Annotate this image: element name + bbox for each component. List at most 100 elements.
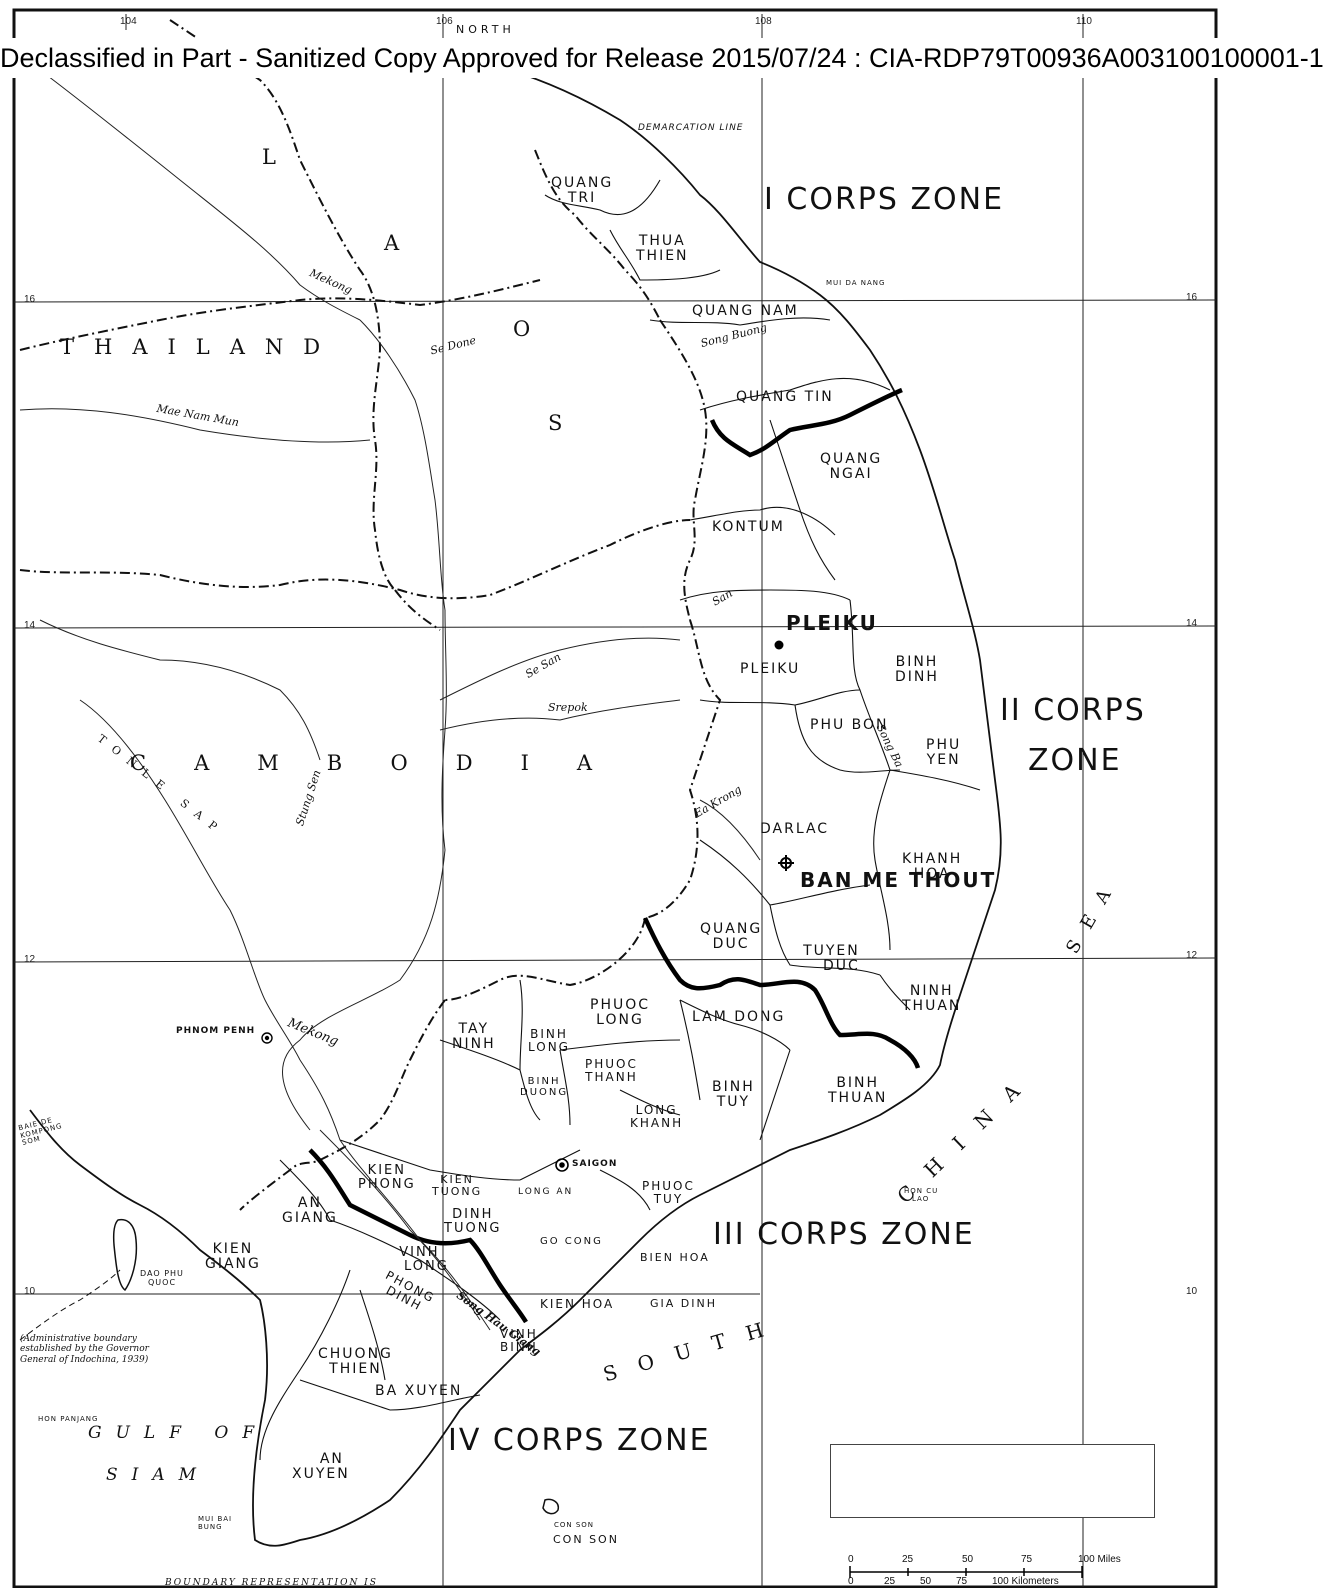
laos-letter-a: A — [384, 231, 420, 255]
laos-letter-s: S — [548, 411, 583, 435]
province-kien-hoa: KIEN HOA — [540, 1297, 615, 1311]
lon-label-108: 108 — [755, 16, 772, 27]
lat-label-16-right: 16 — [1186, 292, 1198, 303]
legend-box — [830, 1444, 1155, 1518]
map-canvas — [12, 8, 1218, 1588]
city-phnom-penh: PHNOM PENH — [176, 1026, 256, 1036]
scale-km-25: 25 — [884, 1576, 896, 1587]
scale-miles-100: 100 Miles — [1078, 1554, 1121, 1565]
lon-label-104: 104 — [120, 16, 137, 27]
pleiku-city-dot — [774, 640, 784, 650]
lat-label-14-right: 14 — [1186, 618, 1198, 629]
city-saigon: SAIGON — [572, 1159, 618, 1169]
scale-bar — [849, 1566, 1083, 1578]
province-bien-hoa: BIEN HOA — [640, 1251, 710, 1264]
i-corps-zone-label: I CORPS ZONE — [764, 182, 1005, 217]
phu-quoc-island — [112, 1218, 138, 1292]
lat-label-10-right: 10 — [1186, 1286, 1198, 1297]
footer-disclaimer: BOUNDARY REPRESENTATION IS — [165, 1578, 378, 1588]
demarcation-line-label: DEMARCATION LINE — [638, 123, 744, 133]
scale-km-100: 100 Kilometers — [992, 1576, 1059, 1587]
place-con-son-island: CON SON — [554, 1521, 595, 1529]
place-hon-panjang: HON PANJANG — [38, 1415, 99, 1423]
scale-labels: 0 25 50 75 100 Miles 0 25 50 75 100 Kilo… — [846, 1554, 1146, 1587]
ban-me-thout-city-symbol — [778, 855, 794, 871]
scale-km-75: 75 — [956, 1576, 968, 1587]
province-phu-bon: PHU BON — [810, 717, 889, 733]
city-pleiku: PLEIKU — [786, 611, 878, 635]
province-gia-dinh: GIA DINH — [650, 1297, 718, 1310]
thailand-label: THAILAND — [60, 335, 341, 359]
place-mui-da-nang: MUI DA NANG — [826, 279, 886, 287]
city-ban-me-thout: BAN ME THOUT — [800, 868, 997, 892]
north-vietnam-label: NORTH — [456, 23, 515, 36]
scale-miles-75: 75 — [1021, 1554, 1033, 1565]
lat-label-14-left: 14 — [24, 620, 36, 631]
lat-label-16-left: 16 — [24, 294, 36, 305]
water-gulf-of: GULF OF — [88, 1423, 269, 1443]
coastline — [29, 59, 1002, 1547]
scale-km-50: 50 — [920, 1576, 932, 1587]
iii-corps-zone-label: III CORPS ZONE — [713, 1217, 975, 1252]
laos-letter-o: O — [513, 317, 551, 341]
declassification-banner: Declassified in Part - Sanitized Copy Ap… — [0, 38, 1324, 78]
province-quang-tin: QUANG TIN — [736, 389, 834, 405]
province-long-an: LONG AN — [518, 1187, 574, 1197]
iv-corps-zone-label: IV CORPS ZONE — [448, 1423, 711, 1458]
scale-miles-50: 50 — [962, 1554, 974, 1565]
ii-corps-zone-label-line1: II CORPS — [1000, 693, 1146, 728]
saigon-city-symbol — [555, 1158, 569, 1172]
province-go-cong: GO CONG — [540, 1236, 603, 1247]
lon-label-106: 106 — [436, 16, 453, 27]
scale-miles-0: 0 — [848, 1554, 854, 1565]
laos-letter-l: L — [262, 145, 296, 169]
con-son-island — [542, 1498, 560, 1515]
international-borders — [19, 19, 722, 1211]
province-ba-xuyen: BA XUYEN — [375, 1383, 463, 1399]
scale-km-0: 0 — [848, 1576, 854, 1587]
province-boundaries — [259, 179, 981, 1461]
lat-label-10-left: 10 — [24, 1286, 36, 1297]
water-siam: SIAM — [106, 1465, 211, 1485]
ii-corps-zone-label-line2: ZONE — [1028, 743, 1122, 778]
lon-label-110: 110 — [1076, 16, 1092, 27]
province-quang-nam: QUANG NAM — [692, 303, 799, 319]
rivers — [19, 69, 761, 1331]
province-pleiku: PLEIKU — [740, 661, 801, 677]
province-con-son: CON SON — [553, 1533, 619, 1546]
cambodia-label: CAMBODIA — [130, 751, 641, 775]
province-kontum: KONTUM — [712, 519, 785, 535]
province-darlac: DARLAC — [760, 821, 830, 837]
lat-label-12-right: 12 — [1186, 950, 1198, 961]
river-srepok: Srepok — [548, 701, 588, 714]
corps-zone-boundaries — [308, 387, 921, 1324]
graticule — [13, 14, 1217, 1587]
